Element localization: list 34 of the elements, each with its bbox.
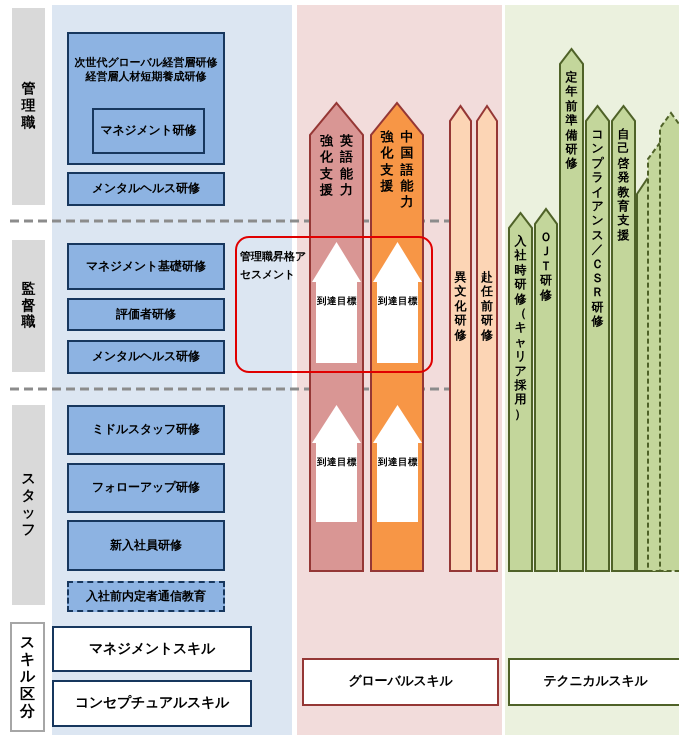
training-box: メンタルヘルス研修 [67,172,225,206]
box-title: 経営層人材短期養成研修 [86,70,206,85]
level-band: スタッフ [12,405,45,605]
program-column [659,112,679,572]
training-box: フォローアップ研修 [67,463,225,513]
goal-marker: 到達目標 [373,242,422,363]
program-column: 異文化研修 [449,105,472,572]
program-column: コンプライアンス／ＣＳＲ研修 [585,105,610,572]
program-column: 赴任前研修 [476,105,498,572]
arrow-label: 中国語能力強化支援 [379,130,414,212]
training-box: ミドルスタッフ研修 [67,405,225,455]
skill-box: コンセプチュアルスキル [52,680,252,727]
training-box: メンタルヘルス研修 [67,340,225,374]
training-box: 評価者研修 [67,298,225,331]
skill-box: グローバルスキル [302,658,499,706]
goal-marker: 到達目標 [312,242,361,363]
training-box: マネジメント研修 [92,108,205,154]
level-band: 管理職 [12,8,45,205]
category-box: スキル区分 [10,622,45,732]
arrow-label: 英語能力強化支援 [318,134,354,199]
program-column: 自己啓発教育支援 [611,105,636,572]
training-box: 新入社員研修 [67,520,225,571]
program-column: ＯＪＴ研修 [534,208,558,572]
goal-marker: 到達目標 [373,405,422,522]
box-title: 次世代グローバル経営層研修 [74,56,218,70]
skill-box: テクニカルスキル [508,658,679,706]
goal-marker: 到達目標 [312,405,361,522]
skill-box: マネジメントスキル [52,626,252,672]
program-column: 入社時研修（キャリア採用） [508,212,533,572]
level-band: 監督職 [12,240,45,372]
program-column: 定年前準備研修 [559,48,584,572]
training-box [67,32,225,165]
training-box: マネジメント基礎研修 [67,243,225,290]
training-box: 入社前内定者通信教育 [67,581,225,612]
